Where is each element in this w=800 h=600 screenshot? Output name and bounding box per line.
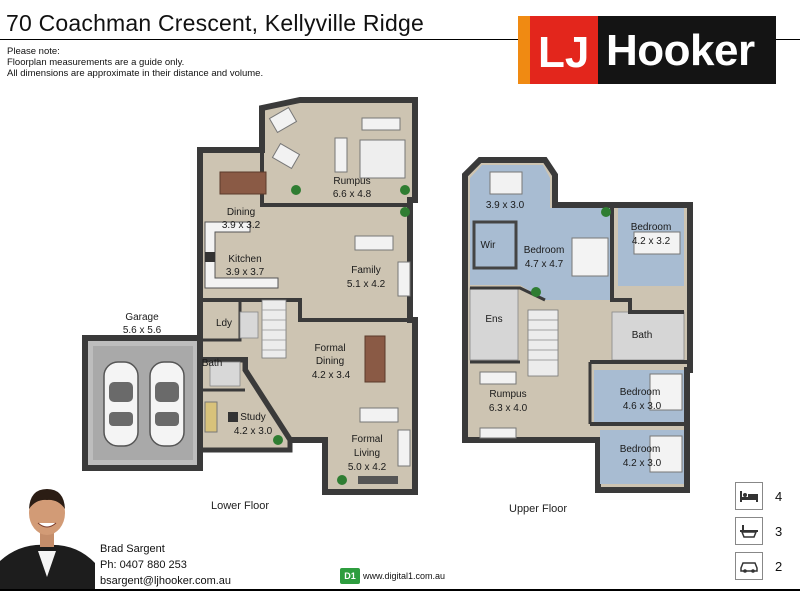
room-family-name: Family [351, 265, 380, 276]
note-line-2: All dimensions are approximate in their … [7, 68, 264, 79]
agent-name: Brad Sargent [100, 543, 165, 555]
room-bath-lower-name: Bath [202, 358, 223, 369]
room-rumpus-upper-size: 6.3 x 4.0 [489, 403, 528, 414]
agent-phone: Ph: 0407 880 253 [100, 559, 187, 571]
room-rumpus-lower-name: Rumpus [333, 176, 370, 187]
room-study-name: Study [240, 412, 266, 423]
note-line-1: Floorplan measurements are a guide only. [7, 57, 185, 68]
disclaimer-note: Please note: Floorplan measurements are … [7, 46, 263, 79]
room-formal-living-name2: Living [354, 448, 380, 459]
title-divider [0, 39, 800, 40]
page-title: 70 Coachman Crescent, Kellyville Ridge [6, 10, 424, 36]
room-formal-dining-name1: Formal [314, 343, 345, 354]
room-kitchen-size: 3.9 x 3.7 [226, 267, 265, 278]
room-bath-upper-name: Bath [632, 330, 653, 341]
parking-count: 2 [775, 558, 783, 574]
lj-logo-mark: LJ [518, 16, 598, 84]
room-formal-living-name1: Formal [351, 434, 382, 445]
room-wir-name: Wir [481, 240, 497, 251]
bathrooms-count: 3 [775, 523, 783, 539]
room-dining-size: 3.9 x 3.2 [222, 220, 261, 231]
note-heading: Please note: [7, 46, 60, 57]
bath-icon [735, 517, 763, 545]
room-bedroom-3-size: 4.6 x 3.0 [623, 401, 662, 412]
bedrooms-summary: 4 [735, 482, 795, 510]
bedrooms-count: 4 [775, 488, 783, 504]
room-formal-living-size: 5.0 x 4.2 [348, 462, 387, 473]
digital1-logo: D1 [340, 568, 360, 584]
room-family-size: 5.1 x 4.2 [347, 279, 386, 290]
agent-photo [0, 473, 95, 591]
room-garage-name: Garage [125, 312, 159, 323]
digital1-credit: D1 www.digital1.com.au [340, 568, 445, 584]
car-1 [103, 361, 139, 447]
room-formal-dining-size: 4.2 x 3.4 [312, 370, 351, 381]
car-icon [735, 552, 763, 580]
upper-floor-label: Upper Floor [509, 503, 568, 515]
floor-plans: Rumpus 6.6 x 4.8 Dining 3.9 x 3.2 Kitche… [82, 97, 693, 495]
lower-floor-label: Lower Floor [211, 500, 270, 512]
room-bedroom-4-size: 4.2 x 3.0 [623, 458, 662, 469]
room-ens-name: Ens [485, 314, 502, 325]
room-formal-dining-name2: Dining [316, 356, 344, 367]
upper-floor-plan: 3.9 x 3.0 Bedroom 4.7 x 4.7 Bedroom 4.2 … [462, 157, 693, 493]
room-kitchen-name: Kitchen [228, 254, 261, 265]
room-bedroom-4-name: Bedroom [620, 444, 661, 455]
property-summary: 4 3 2 [735, 482, 795, 587]
room-rumpus-upper-name: Rumpus [489, 389, 526, 400]
agent-contact: Brad Sargent Ph: 0407 880 253 bsargent@l… [100, 541, 231, 589]
room-rumpus-lower-size: 6.6 x 4.8 [333, 189, 372, 200]
room-bedroom-2-size: 4.2 x 3.2 [632, 236, 671, 247]
parking-summary: 2 [735, 552, 795, 580]
bathrooms-summary: 3 [735, 517, 795, 545]
logo-wordmark: Hooker [606, 26, 755, 75]
bed-icon [735, 482, 763, 510]
room-master-bedroom-name: Bedroom [524, 245, 565, 256]
lower-floor-plan: Rumpus 6.6 x 4.8 Dining 3.9 x 3.2 Kitche… [82, 97, 418, 495]
room-bedroom-2-name: Bedroom [631, 222, 672, 233]
footer-divider [0, 589, 800, 591]
room-upper-top-size: 3.9 x 3.0 [486, 200, 525, 211]
room-bedroom-3-name: Bedroom [620, 387, 661, 398]
room-dining-name: Dining [227, 207, 255, 218]
agent-email: bsargent@ljhooker.com.au [100, 575, 232, 587]
room-garage-size: 5.6 x 5.6 [123, 325, 162, 336]
room-laundry-name: Ldy [216, 318, 232, 329]
lj-hooker-logo: LJ Hooker [518, 16, 776, 84]
room-study-size: 4.2 x 3.0 [234, 426, 273, 437]
logo-lj-text: LJ [538, 28, 590, 77]
room-master-bedroom-size: 4.7 x 4.7 [525, 259, 564, 270]
digital1-url: www.digital1.com.au [363, 571, 446, 581]
car-2 [149, 361, 185, 447]
